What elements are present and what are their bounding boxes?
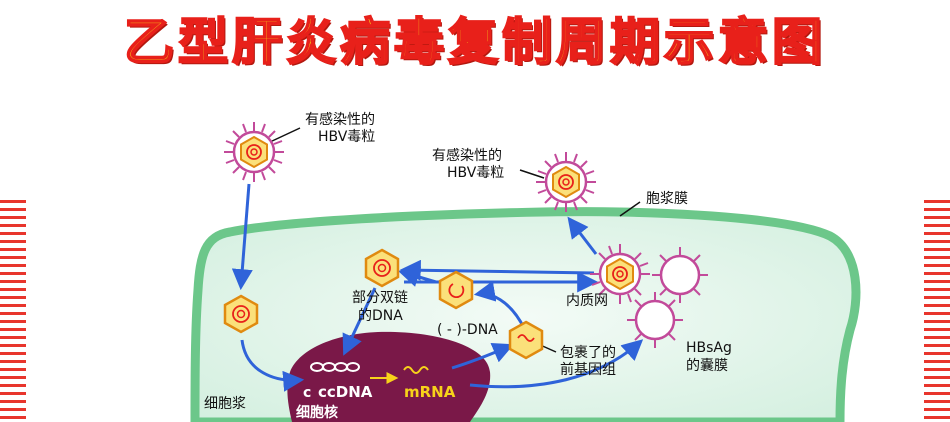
arrow-nucleus-to-er [469,339,644,389]
leader-membrane [619,201,641,217]
capsid-packaged-pregenome [508,320,544,360]
label-virion-in-line2: HBV毒粒 [318,129,375,145]
capsid-partial-ds-dna [364,248,400,288]
left-decorative-stripes [0,200,26,422]
virion-infectious-released [536,152,596,212]
hbsag-envelope-2 [627,292,683,348]
virion-in-er [590,244,650,304]
leader-virion-in [269,127,301,143]
label-cytoplasm: 细胞浆 [204,396,246,412]
label-er: 内质网 [566,293,608,309]
hbsag-envelope-1 [652,247,708,303]
mrna-squiggle [403,366,429,374]
label-virion-out-line2: HBV毒粒 [447,165,504,181]
arrow-partial-to-nucleus [342,287,377,356]
arrow-er-exit-up [567,216,598,255]
capsid-minus-dna [438,270,474,310]
arrow-mrna-to-packaged [451,342,514,370]
diagram-title: 乙型肝炎病毒复制周期示意图 [123,12,826,72]
arrow-packaged-to-minus [473,280,526,329]
label-hbsag-line2: 的囊膜 [686,357,728,374]
right-decorative-stripes [924,200,950,422]
arrow-to-nucleus [240,339,305,392]
label-virion-out-line1: 有感染性的 [432,147,502,164]
label-plasma-membrane: 胞浆膜 [646,191,688,207]
label-partial-ds-line2: 的DNA [358,308,403,324]
leader-virion-out [519,169,545,179]
cccdna-loops [310,362,360,372]
label-cccdna: ccDNA [318,383,373,401]
label-c-prefix: c [303,385,311,401]
label-packaged-line2: 前基因组 [560,361,616,378]
label-packaged-line1: 包裹了的 [560,345,616,361]
capsid-entering-cell [223,294,259,334]
label-minus-dna: ( - )-DNA [437,322,498,338]
label-mrna: mRNA [404,383,456,401]
label-hbsag-line1: HBsAg [686,340,732,356]
label-nucleus: 细胞核 [296,404,338,421]
virion-infectious-entering [224,122,284,182]
label-virion-in-line1: 有感染性的 [305,111,375,128]
arrow-entry-down [231,183,253,291]
arrow-er-to-partial [399,259,595,281]
label-partial-ds-line1: 部分双链 [352,290,408,306]
